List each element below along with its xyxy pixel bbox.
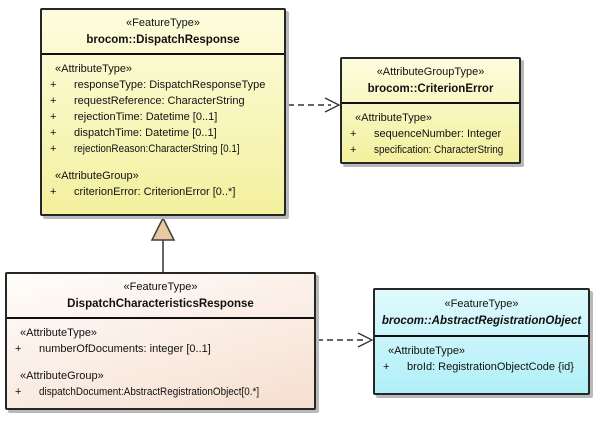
visibility-plus: + — [15, 386, 22, 398]
attribute-text: dispatchTime: Datetime [0..1] — [74, 127, 217, 139]
section-gap — [42, 157, 284, 168]
attribute-row: + dispatchDocument:AbstractRegistrationO… — [7, 384, 314, 400]
class-header: «AttributeGroupType» brocom::CriterionEr… — [342, 59, 519, 104]
attribute-row: + rejectionReason:CharacterString [0.1] — [42, 141, 284, 157]
visibility-plus: + — [15, 343, 22, 355]
visibility-plus: + — [50, 127, 57, 139]
section-heading: «AttributeType» — [55, 63, 133, 75]
visibility-plus: + — [50, 186, 57, 198]
attribute-row: + requestReference: CharacterString — [42, 93, 284, 109]
visibility-plus: + — [50, 143, 57, 155]
class-box-criterion-error[interactable]: «AttributeGroupType» brocom::CriterionEr… — [340, 57, 521, 164]
attribute-row: + dispatchTime: Datetime [0..1] — [42, 125, 284, 141]
dependency-arrow-abstract-registration-object — [317, 332, 374, 348]
open-arrowhead-icon — [357, 332, 374, 348]
class-header: «FeatureType» DispatchCharacteristicsRes… — [7, 274, 314, 319]
attribute-row: + responseType: DispatchResponseType — [42, 77, 284, 93]
visibility-plus: + — [50, 111, 57, 123]
attribute-text: specification: CharacterString — [374, 144, 504, 156]
visibility-plus: + — [50, 79, 57, 91]
class-name: DispatchCharacteristicsResponse — [67, 298, 254, 310]
visibility-plus: + — [383, 361, 390, 373]
attribute-row: + broId: RegistrationObjectCode {id} — [375, 359, 588, 375]
visibility-plus: + — [350, 144, 357, 156]
attribute-row: + numberOfDocuments: integer [0..1] — [7, 341, 314, 357]
class-name: brocom::DispatchResponse — [86, 34, 240, 46]
section-heading: «AttributeGroup» — [55, 170, 139, 182]
class-box-dispatch-response[interactable]: «FeatureType» brocom::DispatchResponse «… — [40, 8, 286, 216]
open-arrowhead-icon — [324, 97, 341, 113]
attribute-text: rejectionReason:CharacterString [0.1] — [74, 143, 240, 155]
attribute-text: requestReference: CharacterString — [74, 95, 245, 107]
attribute-text: numberOfDocuments: integer [0..1] — [39, 343, 211, 355]
generalization-arrow — [150, 216, 176, 272]
attribute-text: sequenceNumber: Integer — [374, 128, 502, 140]
section-heading: «AttributeType» — [355, 112, 433, 124]
attribute-text: criterionError: CriterionError [0..*] — [74, 186, 236, 198]
section-heading: «AttributeType» — [20, 327, 98, 339]
class-header: «FeatureType» brocom::DispatchResponse — [42, 10, 284, 55]
class-box-dispatch-characteristics-response[interactable]: «FeatureType» DispatchCharacteristicsRes… — [5, 272, 316, 410]
attribute-row: + sequenceNumber: Integer — [342, 126, 519, 142]
class-body: «AttributeType» + responseType: Dispatch… — [42, 55, 284, 200]
section-heading: «AttributeGroup» — [20, 370, 104, 382]
visibility-plus: + — [350, 128, 357, 140]
stereotype-label: «FeatureType» — [126, 17, 200, 29]
attribute-text: rejectionTime: Datetime [0..1] — [74, 111, 218, 123]
stereotype-label: «FeatureType» — [123, 281, 198, 293]
generalization-triangle-icon — [150, 216, 176, 241]
attribute-text: dispatchDocument:AbstractRegistrationObj… — [39, 386, 260, 398]
class-header: «FeatureType» brocom::AbstractRegistrati… — [375, 290, 588, 337]
visibility-plus: + — [50, 95, 57, 107]
class-box-abstract-registration-object[interactable]: «FeatureType» brocom::AbstractRegistrati… — [373, 288, 590, 395]
stereotype-label: «AttributeGroupType» — [376, 66, 485, 78]
attribute-text: broId: RegistrationObjectCode {id} — [407, 361, 574, 373]
class-body: «AttributeType» + broId: RegistrationObj… — [375, 337, 588, 375]
stereotype-label: «FeatureType» — [444, 298, 519, 310]
section-gap — [7, 357, 314, 368]
attribute-text: responseType: DispatchResponseType — [74, 79, 266, 91]
class-name: brocom::CriterionError — [367, 83, 494, 95]
attribute-row: + rejectionTime: Datetime [0..1] — [42, 109, 284, 125]
attribute-row: + criterionError: CriterionError [0..*] — [42, 184, 284, 200]
class-body: «AttributeType» + numberOfDocuments: int… — [7, 319, 314, 400]
attribute-row: + specification: CharacterString — [342, 142, 519, 158]
section-heading: «AttributeType» — [388, 345, 466, 357]
class-name: brocom::AbstractRegistrationObject — [381, 315, 582, 327]
dependency-arrow-criterion-error — [288, 97, 341, 113]
class-body: «AttributeType» + sequenceNumber: Intege… — [342, 104, 519, 158]
